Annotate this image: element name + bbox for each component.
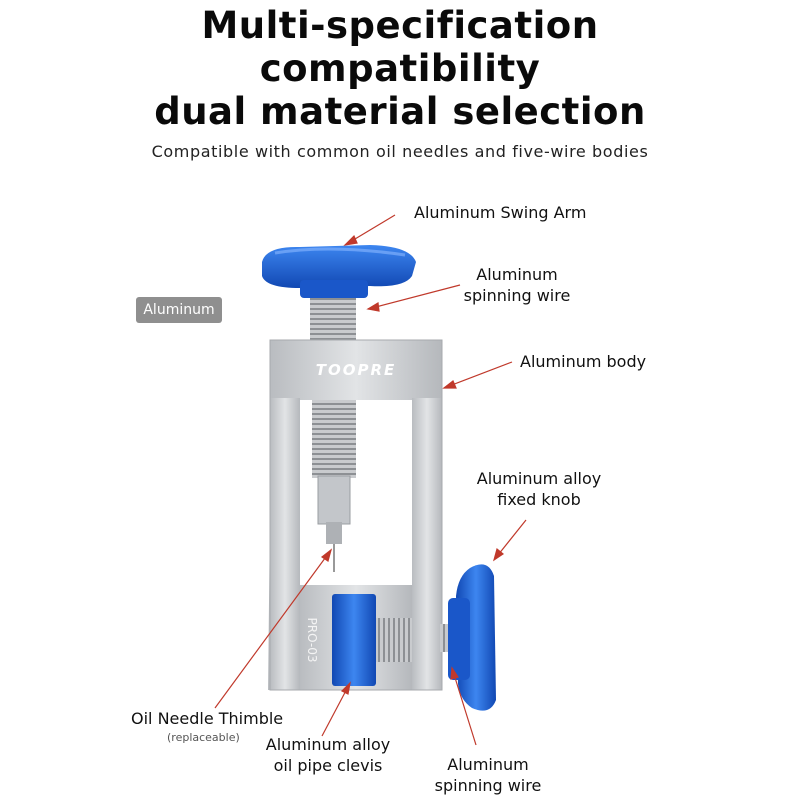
label-clevis-1: Aluminum alloy — [265, 735, 391, 754]
label-spinning-wire-bottom-1: Aluminum — [447, 755, 529, 774]
label-needle-thimble-note: (replaceable) — [167, 731, 240, 744]
headline-line-3: dual material selection — [154, 90, 646, 133]
label-fixed-knob-2: fixed knob — [497, 490, 581, 509]
inner-screw-thread — [312, 400, 356, 478]
headline-line-1: Multi-specification — [201, 4, 599, 47]
label-clevis-2: oil pipe clevis — [273, 756, 383, 775]
swing-arm-knob — [262, 245, 416, 298]
label-spinning-wire-top-1: Aluminum — [476, 265, 558, 284]
label-body: Aluminum body — [520, 352, 647, 371]
material-badge: Aluminum — [136, 297, 222, 323]
label-spinning-wire-bottom-2: spinning wire — [434, 776, 542, 795]
label-swing-arm: Aluminum Swing Arm — [414, 203, 587, 222]
clevis-thread — [376, 618, 412, 662]
label-fixed-knob-1: Aluminum alloy — [476, 469, 602, 488]
oil-pipe-clevis — [332, 594, 376, 686]
needle-tip — [326, 522, 342, 544]
callout-arrows — [214, 214, 527, 746]
brand-logo: TOOPRE — [316, 361, 397, 379]
model-number: PRO-03 — [305, 618, 319, 663]
needle-holder — [317, 475, 351, 525]
headline-line-2: compatibility — [259, 47, 541, 90]
subtitle: Compatible with common oil needles and f… — [151, 142, 649, 161]
fixed-knob — [448, 564, 496, 711]
label-spinning-wire-top-2: spinning wire — [463, 286, 571, 305]
label-needle-thimble: Oil Needle Thimble — [131, 709, 284, 728]
